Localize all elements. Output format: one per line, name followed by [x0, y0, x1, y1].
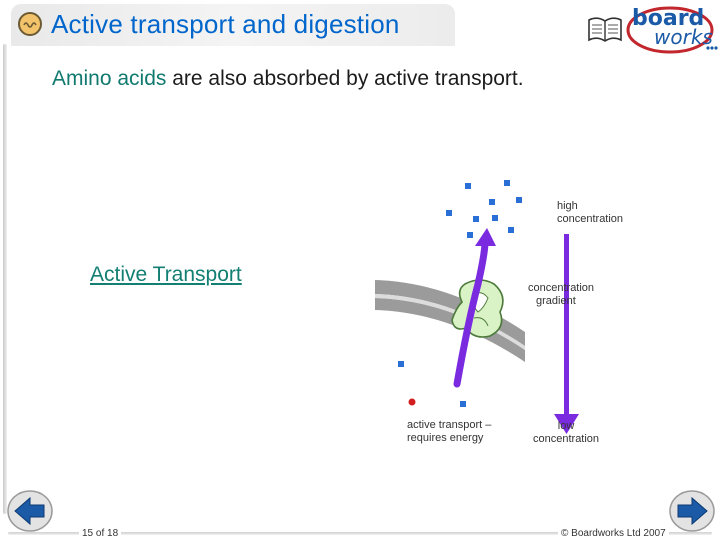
- page-counter: 15 of 18: [79, 528, 122, 539]
- intro-rest: are also absorbed by active transport.: [166, 67, 524, 90]
- low-concentration-particles: [398, 361, 466, 407]
- next-slide-button[interactable]: [666, 489, 716, 540]
- membrane-upper: [375, 280, 525, 346]
- label-concentration-gradient: concentration gradient: [528, 282, 595, 307]
- slide-frame-left: [3, 44, 7, 514]
- slide-frame-bottom: [8, 532, 712, 535]
- arrow-right-icon: [669, 490, 715, 532]
- previous-slide-button[interactable]: [6, 489, 56, 540]
- intestine-icon: [18, 12, 42, 36]
- membrane-lower: [375, 298, 525, 362]
- copyright-text: © Boardworks Ltd 2007: [558, 528, 669, 539]
- intro-highlight: Amino acids: [52, 67, 167, 90]
- diagram-graphic: [375, 180, 579, 434]
- logo-board-text: board: [632, 6, 705, 31]
- header-bar: [11, 4, 455, 46]
- active-transport-link[interactable]: Active Transport: [90, 263, 242, 286]
- boardworks-logo: board works: [626, 4, 718, 62]
- arrow-left-icon: [7, 490, 53, 532]
- slide-title: Active transport and digestion: [51, 9, 400, 39]
- label-high-concentration: high concentration: [557, 200, 624, 225]
- logo-works-text: works: [654, 25, 713, 49]
- intro-text: Amino acids are also absorbed by active …: [52, 67, 524, 91]
- book-icon[interactable]: [587, 14, 623, 49]
- high-concentration-particles: [446, 180, 522, 238]
- concentration-gradient-arrow: [564, 234, 569, 417]
- active-transport-arrow: [453, 240, 489, 388]
- label-low-concentration: low concentration: [533, 420, 600, 445]
- transported-particle: [408, 398, 416, 406]
- label-active-transport: active transport – requires energy: [407, 419, 492, 444]
- active-transport-diagram: high concentration concentration gradien…: [370, 172, 624, 457]
